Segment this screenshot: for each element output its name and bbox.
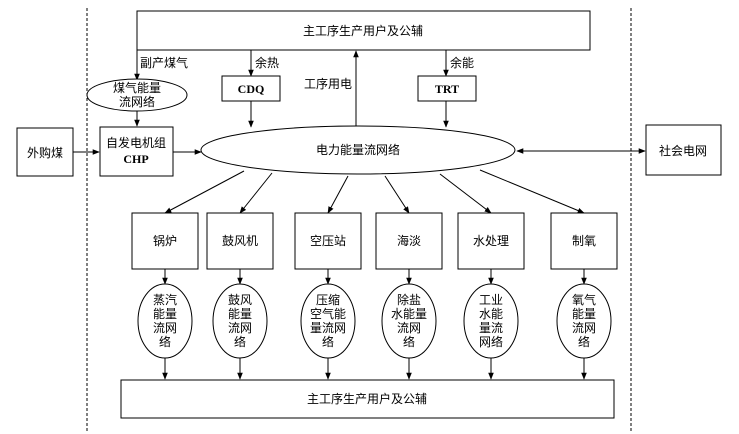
unit-network-label: 络 <box>322 334 334 349</box>
unit-network-label: 络 <box>234 334 246 349</box>
trt-box <box>417 75 477 102</box>
grid-box <box>645 124 722 176</box>
gas-network-label-line2: 流网络 <box>119 94 155 109</box>
unit-label: 制氧 <box>572 234 596 248</box>
unit-network-label: 除盐 <box>397 292 421 307</box>
unit-network-label: 空气能 <box>310 306 346 321</box>
unit-network-label: 水能量 <box>391 307 427 321</box>
power-to-unit-line <box>479 169 585 214</box>
unit-network-label: 蒸汽 <box>153 292 177 307</box>
unit-label: 海淡 <box>397 233 421 248</box>
unit-network-label: 流网 <box>228 321 252 335</box>
power-to-unit-line <box>239 172 273 214</box>
unit-network-label: 流网 <box>153 321 177 335</box>
unit-network-label: 流网 <box>397 321 421 335</box>
unit-network-label: 网络 <box>479 334 503 349</box>
power-network-ellipse <box>200 125 516 175</box>
top-main-process-box <box>136 10 591 51</box>
chp-box <box>99 126 174 177</box>
grid-label: 社会电网 <box>659 143 707 158</box>
unit-network-label: 氧气 <box>572 292 596 307</box>
bottom-main-process-box <box>120 379 615 419</box>
unit-label: 水处理 <box>473 234 509 248</box>
unit-box <box>375 212 443 270</box>
unit-network-label: 水能 <box>479 307 503 321</box>
unit-network-label: 鼓风 <box>228 293 252 307</box>
unit-label: 鼓风机 <box>222 234 258 248</box>
unit-network-label: 量流 <box>479 321 503 335</box>
consumer-units: 锅炉蒸汽能量流网络鼓风机鼓风能量流网络空压站压缩空气能量流网络海淡除盐水能量流网… <box>131 169 618 380</box>
chp-label-line2: CHP <box>123 152 148 166</box>
unit-network-label: 能量 <box>572 307 596 321</box>
residual-energy-label: 余能 <box>450 55 474 70</box>
purchased-coal-label: 外购煤 <box>27 145 63 160</box>
unit-box <box>294 212 362 270</box>
unit-network-label: 量流网 <box>310 321 346 335</box>
power-to-unit-line <box>327 175 349 214</box>
unit-network-label: 流网 <box>572 321 596 335</box>
unit-label: 空压站 <box>310 234 346 248</box>
unit-network-label: 络 <box>159 334 171 349</box>
process-power-label: 工序用电 <box>304 76 352 91</box>
power-network-label: 电力能量流网络 <box>316 142 400 157</box>
unit-box <box>131 212 199 270</box>
byproduct-gas-label: 副产煤气 <box>140 55 188 70</box>
power-to-unit-line <box>164 170 245 214</box>
unit-network-label: 络 <box>403 334 415 349</box>
trt-label: TRT <box>435 82 459 96</box>
unit-network-label: 压缩 <box>316 292 340 307</box>
unit-network-label: 能量 <box>153 307 177 321</box>
power-to-unit-line <box>384 175 410 214</box>
power-to-unit-line <box>439 173 492 214</box>
cdq-box <box>221 75 281 102</box>
cdq-label: CDQ <box>238 82 265 96</box>
gas-network-label-line1: 煤气能量 <box>113 80 161 95</box>
purchased-coal-box <box>16 127 74 177</box>
bottom-main-process-label: 主工序生产用户及公辅 <box>307 391 427 406</box>
unit-box <box>457 212 525 270</box>
chp-label-line1: 自发电机组 <box>106 135 166 150</box>
waste-heat-label: 余热 <box>255 55 279 70</box>
unit-network-label: 能量 <box>228 307 252 321</box>
unit-network-label: 工业 <box>479 293 503 307</box>
unit-label: 锅炉 <box>153 233 177 248</box>
unit-box <box>206 212 274 270</box>
unit-network-label: 络 <box>578 334 590 349</box>
top-main-process-label: 主工序生产用户及公辅 <box>303 23 423 38</box>
